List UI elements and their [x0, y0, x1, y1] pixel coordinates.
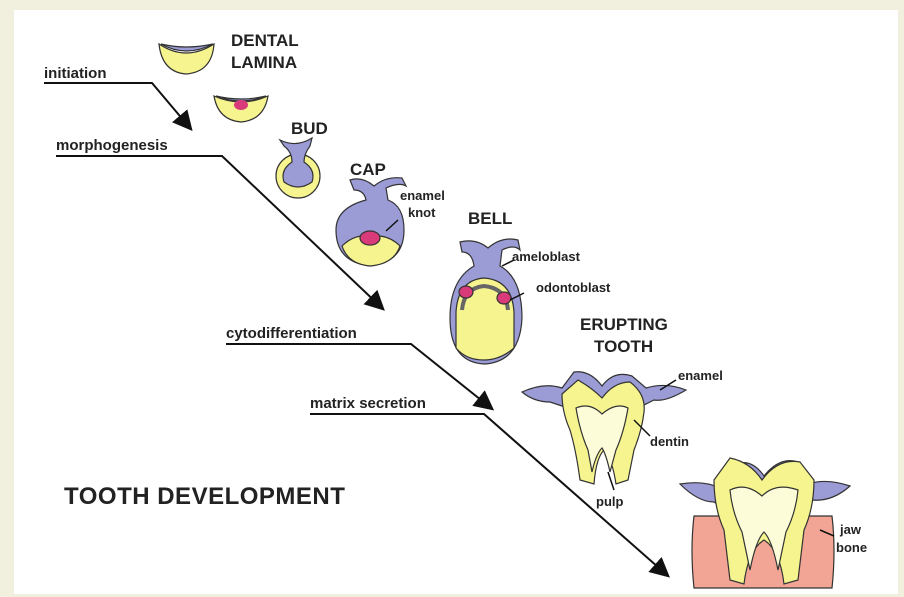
annotation-pulp: pulp	[596, 494, 623, 509]
process-label-initiation: initiation	[44, 65, 107, 82]
bud-illustration	[276, 138, 320, 198]
process-label-morphogenesis: morphogenesis	[56, 137, 168, 154]
stage-label-dental: DENTAL	[231, 31, 299, 50]
process-label-matrix-secretion: matrix secretion	[310, 395, 426, 412]
initiation-arrow	[44, 83, 190, 128]
annotation-knot: knot	[408, 205, 436, 220]
mature-tooth-illustration	[680, 458, 850, 588]
annotation-jaw: jaw	[839, 522, 862, 537]
annotation-enamel: enamel	[400, 188, 445, 203]
process-label-cytodifferentiation: cytodifferentiation	[226, 325, 357, 342]
stage-label-tooth: TOOTH	[594, 337, 653, 356]
diagram-canvas: initiation morphogenesis cytodifferentia…	[14, 10, 898, 594]
tooth-development-diagram: initiation morphogenesis cytodifferentia…	[14, 10, 898, 594]
annotation-enamel-erupting: enamel	[678, 368, 723, 383]
annotation-odontoblast: odontoblast	[536, 280, 611, 295]
stage-label-lamina: LAMINA	[231, 53, 297, 72]
diagram-title: TOOTH DEVELOPMENT	[64, 483, 345, 510]
stage-label-cap: CAP	[350, 160, 386, 179]
stage-label-bell: BELL	[468, 209, 512, 228]
annotation-ameloblast: ameloblast	[512, 249, 581, 264]
stage-label-erupting: ERUPTING	[580, 315, 668, 334]
annotation-bone: bone	[836, 540, 867, 555]
annotation-dentin: dentin	[650, 434, 689, 449]
morphogenesis-arrow	[56, 156, 382, 308]
stage-label-bud: BUD	[291, 119, 328, 138]
